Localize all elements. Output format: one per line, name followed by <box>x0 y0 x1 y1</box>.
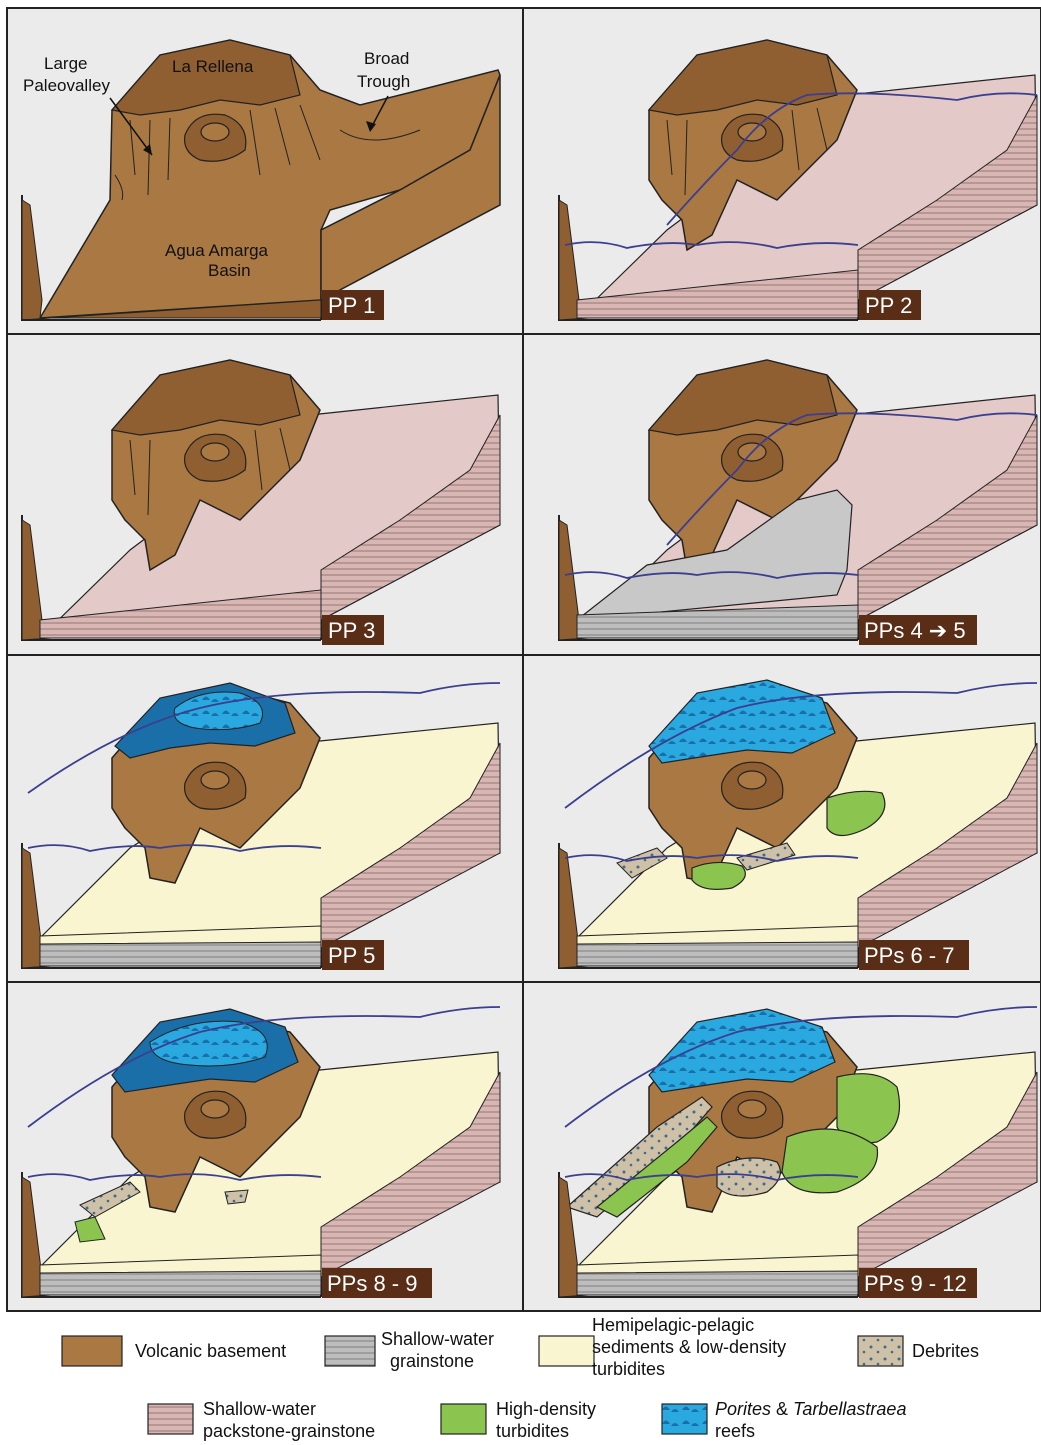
legend-item-packstone-grainstone: Shallow-water packstone-grainstone <box>148 1399 375 1441</box>
label-large-paleovalley-2: Paleovalley <box>23 76 110 95</box>
panel-label-pp5: PP 5 <box>322 940 384 970</box>
svg-text:PPs 9 - 12: PPs 9 - 12 <box>864 1271 967 1296</box>
panel-label-pp4-5: PPs 4 ➔ 5 <box>859 615 977 645</box>
legend-label-hemipelagic-2: sediments & low-density <box>592 1337 786 1357</box>
legend-label-volcanic: Volcanic basement <box>135 1341 286 1361</box>
svg-text:PP 3: PP 3 <box>328 618 375 643</box>
legend-label-hemipelagic-1: Hemipelagic-pelagic <box>592 1315 754 1335</box>
legend-label-reefs-1: Porites & Tarbellastraea <box>715 1399 906 1419</box>
legend-label-packstone-1: Shallow-water <box>203 1399 316 1419</box>
label-agua-amarga-2: Basin <box>208 261 251 280</box>
legend-label-high-density-1: High-density <box>496 1399 596 1419</box>
svg-text:PP 1: PP 1 <box>328 293 375 318</box>
panel-label-pp8-9: PPs 8 - 9 <box>322 1268 432 1298</box>
svg-text:PP 2: PP 2 <box>865 293 912 318</box>
legend-label-grainstone-1: Shallow-water <box>381 1329 494 1349</box>
panel-label-pp2: PP 2 <box>859 290 921 320</box>
svg-text:PP 5: PP 5 <box>328 943 375 968</box>
label-agua-amarga-1: Agua Amarga <box>165 241 269 260</box>
legend-label-debrites: Debrites <box>912 1341 979 1361</box>
panel-label-pp3: PP 3 <box>322 615 384 645</box>
label-la-rellena: La Rellena <box>172 57 254 76</box>
legend-label-grainstone-2: grainstone <box>390 1351 474 1371</box>
panel-label-pp1: PP 1 <box>322 290 384 320</box>
legend-swatch-packstone <box>148 1404 193 1434</box>
legend-item-volcanic-basement: Volcanic basement <box>62 1336 286 1366</box>
legend-swatch-reefs <box>662 1404 707 1434</box>
legend-item-debrites: Debrites <box>858 1336 979 1366</box>
panel-label-pp6-7: PPs 6 - 7 <box>859 940 969 970</box>
svg-text:PPs 8 - 9: PPs 8 - 9 <box>327 1271 417 1296</box>
legend-label-high-density-2: turbidites <box>496 1421 569 1441</box>
legend: Volcanic basement Shallow-water grainsto… <box>62 1315 979 1441</box>
legend-item-hemipelagic: Hemipelagic-pelagic sediments & low-dens… <box>539 1315 786 1379</box>
legend-item-high-density-turbidites: High-density turbidites <box>441 1399 596 1441</box>
legend-swatch-high-density <box>441 1404 486 1434</box>
svg-text:PPs 4 ➔ 5: PPs 4 ➔ 5 <box>864 618 966 643</box>
label-broad-trough-2: Trough <box>357 72 410 91</box>
legend-item-shallow-water-grainstone: Shallow-water grainstone <box>325 1329 494 1371</box>
panel-label-pp9-12: PPs 9 - 12 <box>859 1268 977 1298</box>
label-broad-trough-1: Broad <box>364 49 409 68</box>
legend-swatch-hemipelagic <box>539 1336 594 1366</box>
svg-text:PPs 6 - 7: PPs 6 - 7 <box>864 943 954 968</box>
legend-swatch-grainstone <box>325 1336 375 1366</box>
legend-label-reefs-2: reefs <box>715 1421 755 1441</box>
legend-label-hemipelagic-3: turbidites <box>592 1359 665 1379</box>
legend-swatch-debrites <box>858 1336 903 1366</box>
legend-swatch-volcanic <box>62 1336 122 1366</box>
legend-item-reefs: Porites & Tarbellastraea reefs <box>662 1399 906 1441</box>
label-large-paleovalley-1: Large <box>44 54 87 73</box>
legend-label-packstone-2: packstone-grainstone <box>203 1421 375 1441</box>
